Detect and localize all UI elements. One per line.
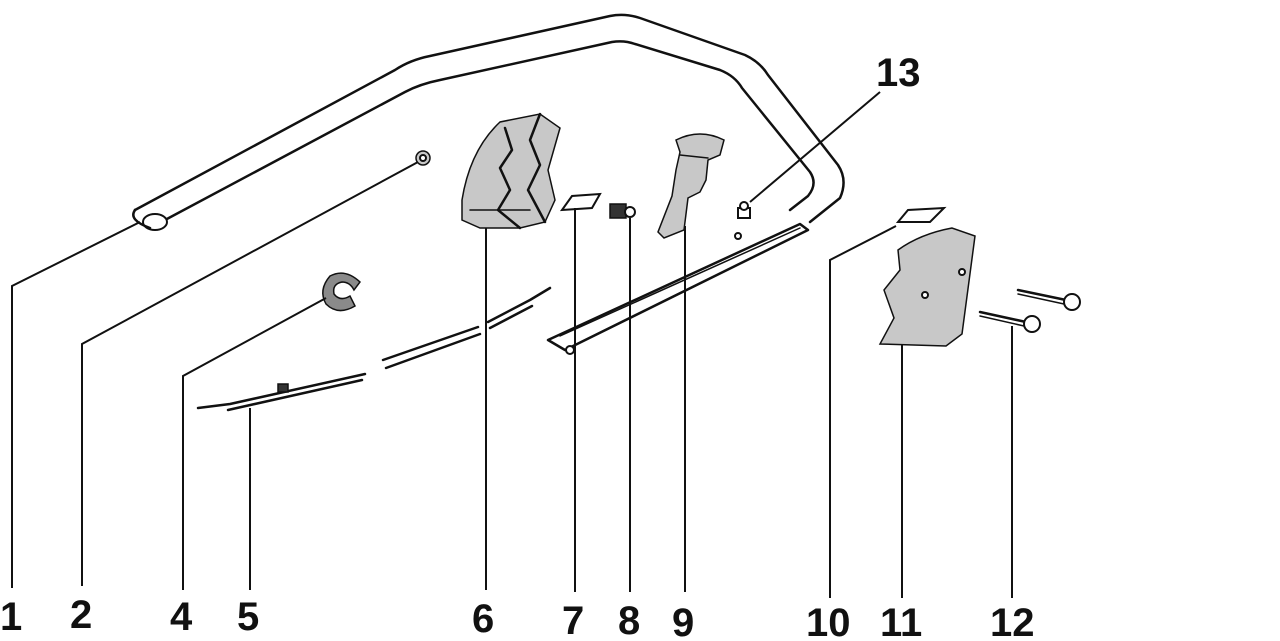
- right-handle-grip: [878, 227, 976, 347]
- label-part-7: 7: [562, 599, 584, 641]
- handlebar-tube: [132, 13, 845, 231]
- left-handle-grip: [461, 112, 561, 230]
- label-part-10: 10: [806, 601, 851, 641]
- label-part-2: 2: [70, 593, 92, 637]
- mounting-rail: [546, 222, 810, 355]
- c-bracket: [322, 272, 362, 312]
- label-part-1: 1: [0, 595, 22, 639]
- label-part-12: 12: [990, 601, 1035, 641]
- control-cable: [196, 286, 552, 412]
- spacer-pad: [895, 206, 947, 223]
- label-part-8: 8: [618, 599, 640, 641]
- label-part-9: 9: [672, 601, 694, 641]
- label-part-13: 13: [876, 51, 921, 95]
- small-nut: [415, 150, 431, 166]
- leader-lines: [11, 91, 1013, 598]
- lock-nut: [609, 203, 636, 219]
- shim-plate: [559, 192, 602, 212]
- label-part-6: 6: [472, 597, 494, 641]
- small-clip: [737, 201, 751, 219]
- label-part-11: 11: [880, 601, 922, 641]
- bolts: [978, 288, 1081, 333]
- control-lever: [657, 133, 725, 239]
- label-part-4: 4: [170, 595, 193, 639]
- label-part-5: 5: [237, 595, 259, 639]
